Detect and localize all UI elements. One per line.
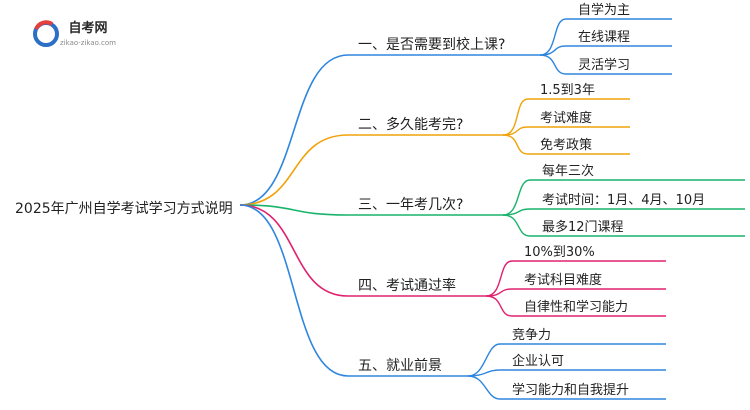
branch-connector bbox=[239, 204, 349, 216]
branch-connector bbox=[239, 54, 349, 206]
leaf-topic: 考试科目难度 bbox=[524, 272, 602, 288]
branch-topic-1: 一、是否需要到校上课? bbox=[358, 36, 505, 53]
logo-url: zikao-zikao.com bbox=[60, 39, 116, 47]
branch-topic-2: 二、多久能考完? bbox=[358, 116, 463, 133]
leaf-connector bbox=[539, 54, 567, 75]
leaf-connector bbox=[467, 343, 501, 377]
root-topic: 2025年广州自学考试学习方式说明 bbox=[15, 201, 233, 217]
leaf-connector bbox=[485, 295, 513, 317]
leaf-topic: 企业认可 bbox=[512, 353, 564, 369]
site-logo: 自考网 zikao-zikao.com bbox=[33, 20, 116, 47]
leaf-topic: 灵活学习 bbox=[578, 57, 630, 73]
leaf-connector bbox=[539, 18, 567, 56]
branch-topic-3: 三、一年考几次? bbox=[358, 197, 463, 213]
leaf-topic: 每年三次 bbox=[542, 163, 594, 179]
leaf-connector bbox=[502, 134, 529, 155]
leaf-topic: 最多12门课程 bbox=[542, 219, 624, 235]
leaf-topic: 自律性和学习能力 bbox=[524, 299, 628, 315]
leaf-topic: 1.5到3年 bbox=[540, 83, 595, 98]
branch-connector bbox=[239, 204, 349, 377]
leaf-connector bbox=[467, 369, 501, 377]
leaf-topic: 学习能力和自我提升 bbox=[512, 382, 629, 398]
leaf-connector bbox=[502, 214, 531, 237]
leaf-connector bbox=[502, 179, 531, 216]
leaf-connector bbox=[485, 260, 513, 297]
leaf-topic: 10%到30% bbox=[524, 245, 595, 260]
logo-name: 自考网 bbox=[68, 20, 107, 36]
leaf-connector bbox=[467, 375, 501, 400]
leaf-topic: 在线课程 bbox=[578, 30, 630, 45]
leaf-topic: 免考政策 bbox=[540, 137, 592, 153]
leaf-topic: 自学为主 bbox=[578, 2, 630, 18]
branch-topic-5: 五、就业前景 bbox=[358, 357, 442, 374]
connector-lines bbox=[239, 18, 745, 400]
leaf-topic: 考试时间：1月、4月、10月 bbox=[542, 193, 705, 208]
leaf-topic: 竞争力 bbox=[512, 327, 551, 343]
branch-connector bbox=[239, 134, 349, 206]
branch-topic-4: 四、考试通过率 bbox=[358, 277, 456, 294]
leaf-topic: 考试难度 bbox=[540, 110, 592, 126]
branch-connector bbox=[239, 204, 349, 297]
leaf-connector bbox=[502, 98, 529, 136]
logo-arc-icon bbox=[34, 20, 54, 30]
